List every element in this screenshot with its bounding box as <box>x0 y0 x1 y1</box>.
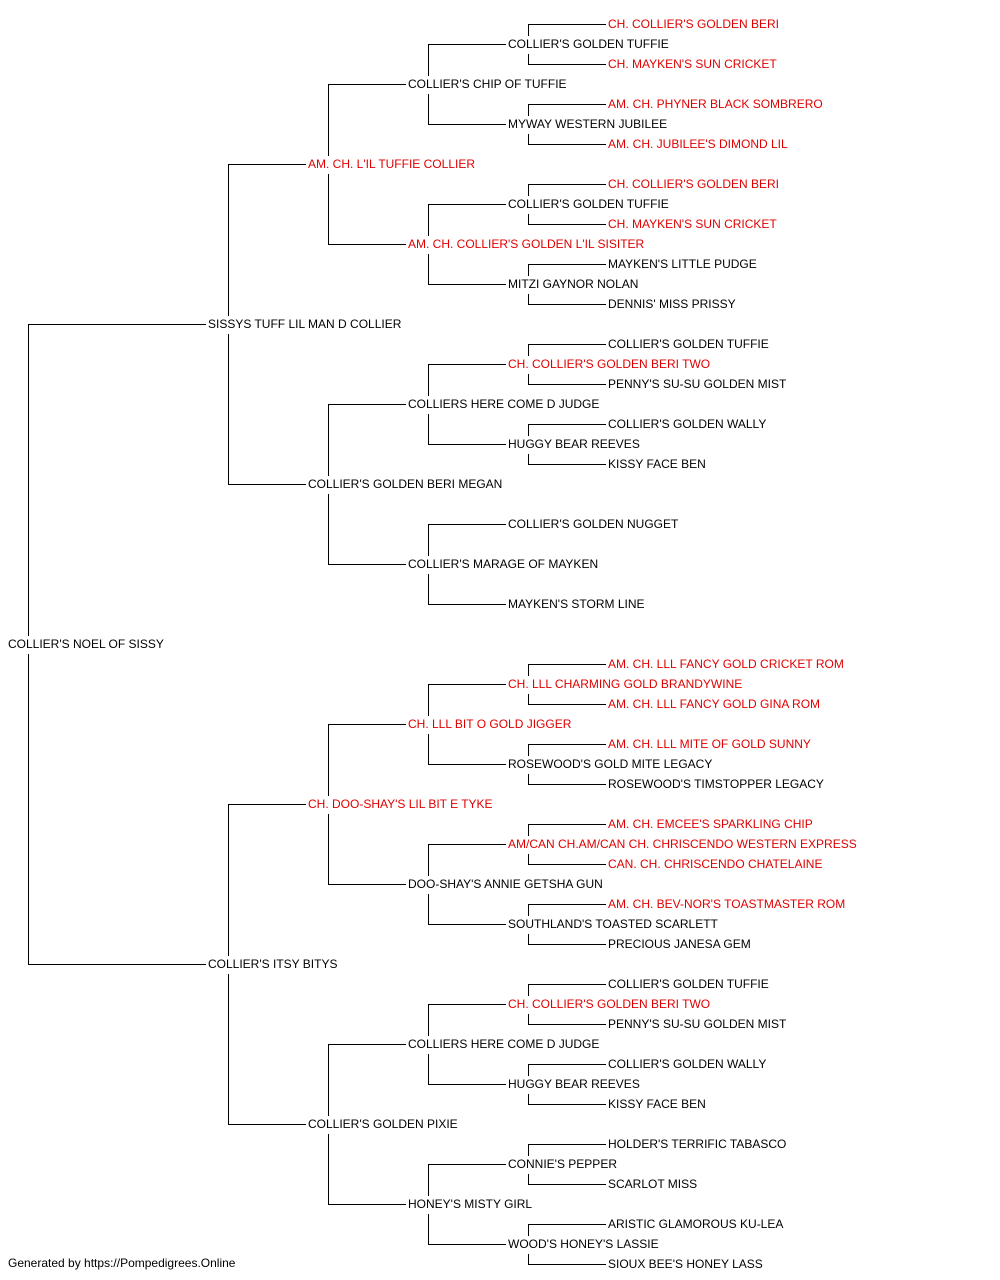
pedigree-name[interactable]: AM. CH. JUBILEE'S DIMOND LIL <box>608 137 788 151</box>
pedigree-name[interactable]: SIOUX BEE'S HONEY LASS <box>608 1257 763 1271</box>
pedigree-name[interactable]: COLLIER'S GOLDEN TUFFIE <box>608 337 769 351</box>
pedigree-name[interactable]: HUGGY BEAR REEVES <box>508 1077 640 1091</box>
pedigree-name[interactable]: AM. CH. PHYNER BLACK SOMBRERO <box>608 97 823 111</box>
pedigree-name[interactable]: AM. CH. L'IL TUFFIE COLLIER <box>308 157 475 171</box>
pedigree-name[interactable]: AM. CH. LLL MITE OF GOLD SUNNY <box>608 737 811 751</box>
pedigree-name[interactable]: ARISTIC GLAMOROUS KU-LEA <box>608 1217 783 1231</box>
pedigree-name[interactable]: CH. DOO-SHAY'S LIL BIT E TYKE <box>308 797 493 811</box>
pedigree-name[interactable]: CH. MAYKEN'S SUN CRICKET <box>608 57 777 71</box>
pedigree-name[interactable]: DOO-SHAY'S ANNIE GETSHA GUN <box>408 877 603 891</box>
pedigree-name[interactable]: COLLIER'S GOLDEN BERI MEGAN <box>308 477 502 491</box>
pedigree-name[interactable]: COLLIER'S GOLDEN WALLY <box>608 417 766 431</box>
pedigree-name[interactable]: MITZI GAYNOR NOLAN <box>508 277 638 291</box>
pedigree-name[interactable]: COLLIER'S CHIP OF TUFFIE <box>408 77 567 91</box>
pedigree-name[interactable]: SISSYS TUFF LIL MAN D COLLIER <box>208 317 402 331</box>
pedigree-name[interactable]: AM. CH. EMCEE'S SPARKLING CHIP <box>608 817 813 831</box>
pedigree-name[interactable]: HONEY'S MISTY GIRL <box>408 1197 532 1211</box>
pedigree-name[interactable]: COLLIER'S GOLDEN TUFFIE <box>508 37 669 51</box>
pedigree-name[interactable]: DENNIS' MISS PRISSY <box>608 297 736 311</box>
pedigree-name[interactable]: COLLIER'S GOLDEN PIXIE <box>308 1117 458 1131</box>
pedigree-name[interactable]: ROSEWOOD'S GOLD MITE LEGACY <box>508 757 712 771</box>
pedigree-name[interactable]: CH. COLLIER'S GOLDEN BERI TWO <box>508 997 710 1011</box>
pedigree-name[interactable]: COLLIERS HERE COME D JUDGE <box>408 1037 599 1051</box>
pedigree-name[interactable]: CH. MAYKEN'S SUN CRICKET <box>608 217 777 231</box>
pedigree-name[interactable]: CH. LLL BIT O GOLD JIGGER <box>408 717 572 731</box>
pedigree-name[interactable]: CH. LLL CHARMING GOLD BRANDYWINE <box>508 677 742 691</box>
pedigree-name[interactable]: COLLIER'S GOLDEN WALLY <box>608 1057 766 1071</box>
pedigree-name[interactable]: SOUTHLAND'S TOASTED SCARLETT <box>508 917 719 931</box>
pedigree-name[interactable]: CH. COLLIER'S GOLDEN BERI TWO <box>508 357 710 371</box>
generated-by-footer: Generated by https://Pompedigrees.Online <box>8 1256 236 1270</box>
pedigree-name[interactable]: CH. COLLIER'S GOLDEN BERI <box>608 177 779 191</box>
pedigree-name[interactable]: PENNY'S SU-SU GOLDEN MIST <box>608 377 787 391</box>
pedigree-name[interactable]: KISSY FACE BEN <box>608 457 706 471</box>
pedigree-name[interactable]: COLLIER'S GOLDEN NUGGET <box>508 517 679 531</box>
pedigree-name[interactable]: HUGGY BEAR REEVES <box>508 437 640 451</box>
pedigree-name[interactable]: COLLIER'S MARAGE OF MAYKEN <box>408 557 598 571</box>
pedigree-name[interactable]: WOOD'S HONEY'S LASSIE <box>508 1237 659 1251</box>
pedigree-name[interactable]: COLLIERS HERE COME D JUDGE <box>408 397 599 411</box>
pedigree-name[interactable]: AM. CH. LLL FANCY GOLD CRICKET ROM <box>608 657 844 671</box>
pedigree-name[interactable]: HOLDER'S TERRIFIC TABASCO <box>608 1137 786 1151</box>
pedigree-name[interactable]: MYWAY WESTERN JUBILEE <box>508 117 667 131</box>
pedigree-name[interactable]: PRECIOUS JANESA GEM <box>608 937 751 951</box>
pedigree-name[interactable]: MAYKEN'S STORM LINE <box>508 597 645 611</box>
pedigree-name[interactable]: KISSY FACE BEN <box>608 1097 706 1111</box>
pedigree-name[interactable]: COLLIER'S GOLDEN TUFFIE <box>608 977 769 991</box>
pedigree-name[interactable]: COLLIER'S ITSY BITYS <box>208 957 337 971</box>
pedigree-name[interactable]: CAN. CH. CHRISCENDO CHATELAINE <box>608 857 822 871</box>
pedigree-name[interactable]: COLLIER'S GOLDEN TUFFIE <box>508 197 669 211</box>
pedigree-name[interactable]: ROSEWOOD'S TIMSTOPPER LEGACY <box>608 777 824 791</box>
pedigree-name[interactable]: COLLIER'S NOEL OF SISSY <box>8 637 164 651</box>
pedigree-name[interactable]: SCARLOT MISS <box>608 1177 697 1191</box>
pedigree-name[interactable]: MAYKEN'S LITTLE PUDGE <box>608 257 757 271</box>
pedigree-name[interactable]: AM. CH. BEV-NOR'S TOASTMASTER ROM <box>608 897 845 911</box>
pedigree-name[interactable]: AM. CH. LLL FANCY GOLD GINA ROM <box>608 697 820 711</box>
pedigree-name[interactable]: AM/CAN CH.AM/CAN CH. CHRISCENDO WESTERN … <box>508 837 857 851</box>
pedigree-name[interactable]: AM. CH. COLLIER'S GOLDEN L'IL SISITER <box>408 237 645 251</box>
pedigree-name[interactable]: CH. COLLIER'S GOLDEN BERI <box>608 17 779 31</box>
pedigree-name[interactable]: CONNIE'S PEPPER <box>508 1157 617 1171</box>
pedigree-name[interactable]: PENNY'S SU-SU GOLDEN MIST <box>608 1017 787 1031</box>
